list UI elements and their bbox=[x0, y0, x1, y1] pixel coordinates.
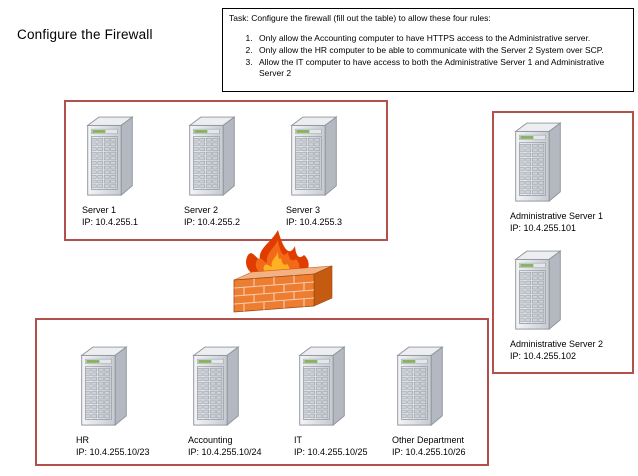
server-tower-icon bbox=[394, 342, 446, 432]
server-tower-icon bbox=[186, 112, 238, 202]
server-ip: IP: 10.4.255.10/23 bbox=[76, 447, 150, 457]
firewall-icon bbox=[228, 228, 340, 318]
server-name: Server 3 bbox=[286, 205, 321, 215]
server-node: IT IP: 10.4.255.10/25 bbox=[294, 342, 406, 458]
server-tower-icon bbox=[190, 342, 242, 432]
server-name: Server 2 bbox=[184, 205, 219, 215]
server-tower-icon bbox=[296, 342, 348, 432]
server-node: Administrative Server 2 IP: 10.4.255.102 bbox=[510, 246, 622, 362]
server-node: Administrative Server 1 IP: 10.4.255.101 bbox=[510, 118, 622, 234]
servers-group-box bbox=[64, 100, 388, 241]
server-tower-icon bbox=[512, 246, 564, 336]
server-node: Server 3 IP: 10.4.255.3 bbox=[286, 112, 398, 228]
server-node: HR IP: 10.4.255.10/23 bbox=[76, 342, 188, 458]
server-name: Administrative Server 2 bbox=[510, 339, 604, 349]
server-name: Server 1 bbox=[82, 205, 117, 215]
server-name: Administrative Server 1 bbox=[510, 211, 604, 221]
server-name: HR bbox=[76, 435, 89, 445]
server-node: Other Department IP: 10.4.255.10/26 bbox=[392, 342, 504, 458]
server-node: Server 1 IP: 10.4.255.1 bbox=[82, 112, 194, 228]
server-tower-icon bbox=[84, 112, 136, 202]
page-title: Configure the Firewall bbox=[17, 27, 153, 42]
server-ip: IP: 10.4.255.10/26 bbox=[392, 447, 466, 457]
server-ip: IP: 10.4.255.10/25 bbox=[294, 447, 368, 457]
task-instructions-box: Task: Configure the firewall (fill out t… bbox=[222, 8, 634, 92]
departments-group-box bbox=[35, 318, 489, 466]
task-rule: Allow the IT computer to have access to … bbox=[255, 57, 627, 79]
server-ip: IP: 10.4.255.101 bbox=[510, 223, 577, 233]
server-name: IT bbox=[294, 435, 302, 445]
server-ip: IP: 10.4.255.2 bbox=[184, 217, 241, 227]
server-tower-icon bbox=[78, 342, 130, 432]
server-ip: IP: 10.4.255.1 bbox=[82, 217, 139, 227]
task-rule: Only allow the Accounting computer to ha… bbox=[255, 33, 627, 44]
task-header: Task: Configure the firewall (fill out t… bbox=[229, 13, 491, 23]
task-rule: Only allow the HR computer to be able to… bbox=[255, 45, 627, 56]
firewall-flames-icon bbox=[228, 228, 340, 318]
task-rules-list: Only allow the Accounting computer to ha… bbox=[229, 33, 627, 79]
admin-servers-group-box bbox=[492, 111, 634, 374]
server-tower-icon bbox=[512, 118, 564, 208]
server-ip: IP: 10.4.255.3 bbox=[286, 217, 343, 227]
server-tower-icon bbox=[288, 112, 340, 202]
server-ip: IP: 10.4.255.102 bbox=[510, 351, 577, 361]
server-name: Other Department bbox=[392, 435, 465, 445]
server-ip: IP: 10.4.255.10/24 bbox=[188, 447, 262, 457]
server-name: Accounting bbox=[188, 435, 233, 445]
server-node: Server 2 IP: 10.4.255.2 bbox=[184, 112, 296, 228]
server-node: Accounting IP: 10.4.255.10/24 bbox=[188, 342, 300, 458]
